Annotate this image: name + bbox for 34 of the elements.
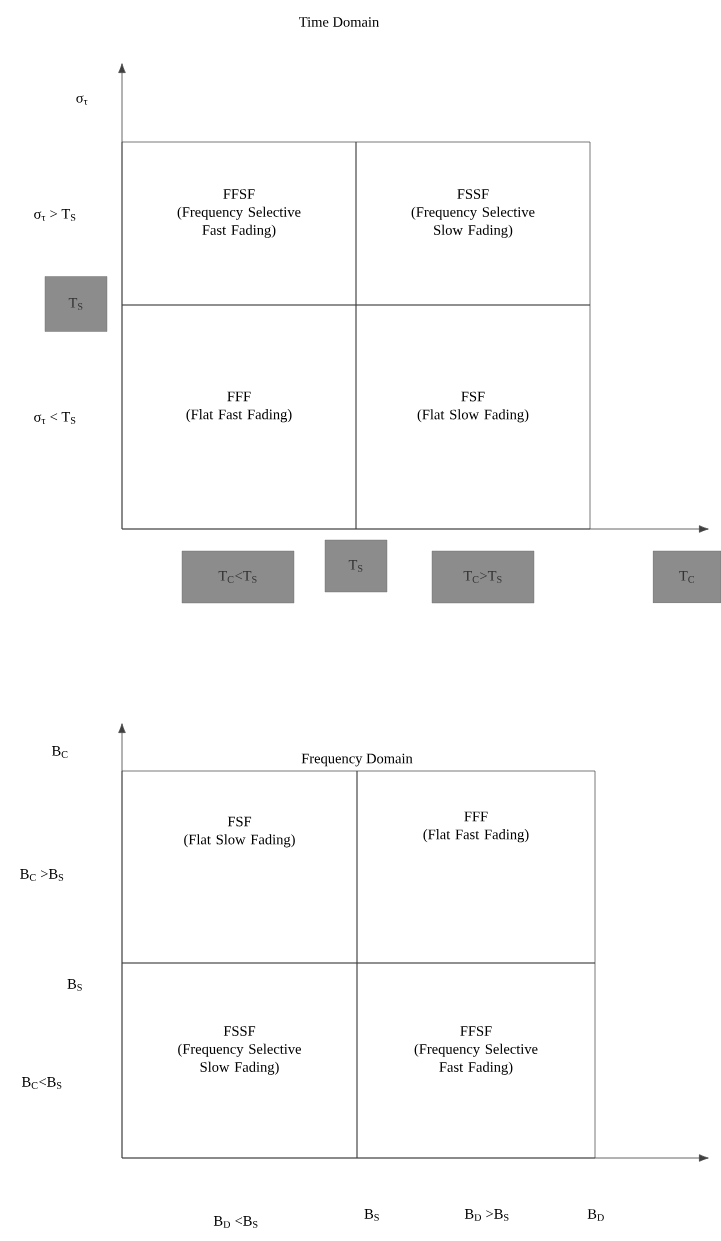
quadrant-label: FSSF (Frequency Selective Slow Fading) [411,189,535,238]
threshold-box: T$_{C}$<T$_{S}$ [181,550,295,604]
section-heading: Frequency Domain [301,753,413,767]
axis-label: B$_{S}$ [364,1209,379,1221]
quadrant-cell [121,770,358,964]
quadrant-cell [121,304,357,530]
axis-label: B$_{C}$<B$_{S}$ [21,1077,62,1089]
quadrant-label: FFSF (Frequency Selective Fast Fading) [177,189,301,238]
threshold-box: T$_{S}$ [324,539,388,593]
axis-label: B$_{D}$ >B$_{S}$ [464,1209,509,1221]
quadrant-label: FFF (Flat Fast Fading) [423,811,529,843]
axis-label: B$_{C}$ >B$_{S}$ [20,869,64,881]
axis-label: σ$_{τ}$ [76,95,88,105]
axis-label: B$_{C}$ [51,746,68,758]
quadrant-label: FSF (Flat Slow Fading) [184,816,295,848]
axis-label: σ$_{τ}$ < T$_{S}$ [34,412,76,424]
quadrant-cell [356,962,596,1159]
axis-label: B$_{D}$ [587,1209,604,1221]
quadrant-label: FFF (Flat Fast Fading) [186,391,292,423]
quadrant-cell [121,962,358,1159]
quadrant-cell [355,304,591,530]
section-heading: Time Domain [299,17,379,27]
quadrant-label: FFSF (Frequency Selective Fast Fading) [414,1026,538,1075]
quadrant-cell [355,141,591,306]
quadrant-cell [356,770,596,964]
axis-label: B$_{D}$ <B$_{S}$ [213,1216,258,1228]
threshold-box: T$_{S}$ [44,276,108,332]
axis-label: B$_{S}$ [67,979,82,991]
quadrant-label: FSF (Flat Slow Fading) [417,391,529,423]
quadrant-cell [121,141,357,306]
threshold-box: T$_{C}$ [652,550,721,604]
axis-label: σ$_{τ}$ > T$_{S}$ [34,209,76,221]
quadrant-label: FSSF (Frequency Selective Slow Fading) [178,1026,301,1075]
threshold-box: T$_{C}$>T$_{S}$ [431,550,535,604]
